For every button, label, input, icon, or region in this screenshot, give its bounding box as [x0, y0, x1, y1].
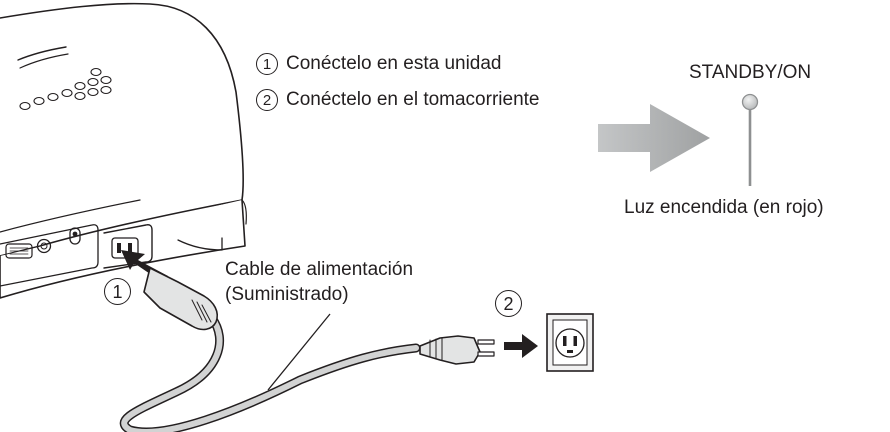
standby-led — [741, 93, 759, 186]
cable-label-line1: Cable de alimentación — [225, 259, 414, 280]
step-1-text: Conéctelo en esta unidad — [286, 53, 502, 74]
unit-marker: 1 — [104, 278, 131, 305]
cable-label-line2: (Suministrado) — [225, 284, 349, 305]
step-1-number: 1 — [256, 53, 278, 75]
step-2-number: 2 — [256, 89, 278, 111]
standby-caption: Luz encendida (en rojo) — [624, 197, 824, 218]
unit-marker-number: 1 — [104, 278, 131, 305]
wall-outlet — [546, 313, 594, 372]
outlet-marker: 2 — [495, 290, 522, 317]
step-2: 2 Conéctelo en el tomacorriente — [256, 89, 539, 111]
outlet-marker-number: 2 — [495, 290, 522, 317]
step-1: 1 Conéctelo en esta unidad — [256, 53, 502, 75]
cable-leader-line — [267, 313, 331, 391]
projector-unit — [0, 2, 247, 299]
step-2-text: Conéctelo en el tomacorriente — [286, 89, 540, 110]
outlet-arrow — [504, 334, 538, 358]
gray-arrow — [598, 104, 710, 172]
standby-title: STANDBY/ON — [689, 62, 812, 83]
